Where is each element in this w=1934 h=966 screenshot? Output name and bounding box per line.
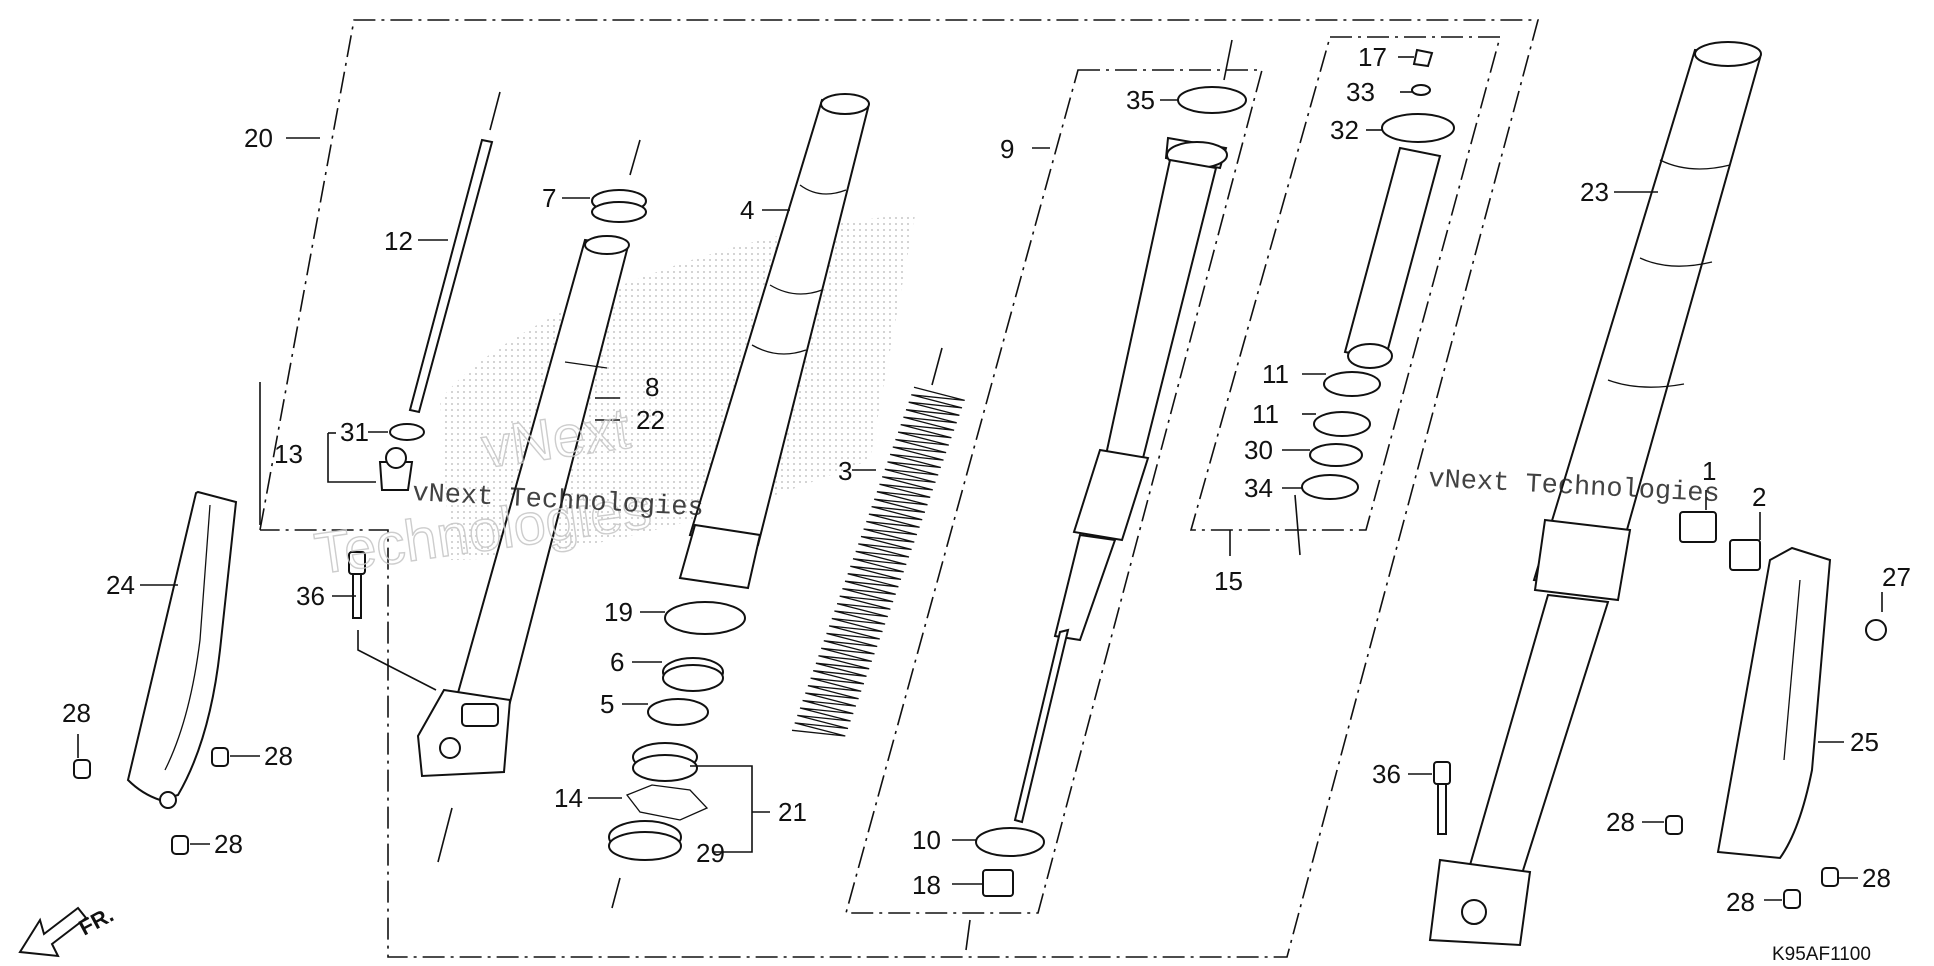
cartridge-15	[1301, 48, 1455, 500]
callout-15: 15	[1214, 566, 1243, 596]
callout-28d: 28	[1606, 807, 1635, 837]
bolt-36-right	[1433, 761, 1451, 835]
callout-32: 32	[1330, 115, 1359, 145]
callout-2: 2	[1752, 482, 1766, 512]
direction-label: FR.	[75, 902, 118, 941]
front-direction-arrow: FR.	[18, 902, 118, 958]
bolt-13	[378, 423, 425, 491]
ring-35	[1177, 86, 1247, 114]
damper-rod-9	[975, 136, 1228, 897]
outer-tube-8	[416, 235, 630, 778]
callout-20: 20	[244, 123, 273, 153]
callout-18: 18	[912, 870, 941, 900]
fork-guard-right	[1679, 511, 1887, 860]
callout-7: 7	[542, 183, 556, 213]
callout-36a: 36	[296, 581, 325, 611]
callout-10: 10	[912, 825, 941, 855]
callout-17: 17	[1358, 42, 1387, 72]
callout-23: 23	[1580, 177, 1609, 207]
callout-1: 1	[1702, 456, 1716, 486]
callout-19: 19	[604, 597, 633, 627]
callout-3: 3	[838, 456, 852, 486]
seal-stack	[608, 601, 746, 861]
callout-34: 34	[1244, 473, 1273, 503]
bolt-36-left	[348, 551, 366, 619]
callout-27: 27	[1882, 562, 1911, 592]
callout-9: 9	[1000, 134, 1014, 164]
callout-28b: 28	[264, 741, 293, 771]
assembly-boundaries	[259, 19, 1540, 958]
leader-lines	[77, 39, 1883, 951]
callout-labels: 1 2 3 4 5 6 7 8 9 10 11 11 12 13 14 15 1…	[62, 42, 1911, 917]
bolts-28	[73, 747, 1839, 909]
diagram-code: K95AF1100	[1772, 944, 1871, 965]
fork-guard-left	[126, 490, 238, 809]
spring-3	[791, 386, 965, 737]
callout-13: 13	[274, 439, 303, 469]
callout-31: 31	[340, 417, 369, 447]
callout-28e: 28	[1862, 863, 1891, 893]
callout-35: 35	[1126, 85, 1155, 115]
callout-11a: 11	[1262, 359, 1289, 389]
callout-28a: 28	[62, 698, 91, 728]
inner-tube-4	[678, 93, 870, 590]
callout-28c: 28	[214, 829, 243, 859]
callout-22: 22	[636, 405, 665, 435]
callout-29: 29	[696, 838, 725, 868]
callout-5: 5	[600, 689, 614, 719]
callout-21: 21	[778, 797, 807, 827]
fork-assembly-23	[1428, 41, 1762, 947]
callout-36b: 36	[1372, 759, 1401, 789]
callout-6: 6	[610, 647, 624, 677]
callout-24: 24	[106, 570, 135, 600]
callout-11b: 11	[1252, 399, 1279, 429]
callout-30: 30	[1244, 435, 1273, 465]
callout-25: 25	[1850, 727, 1879, 757]
callout-14: 14	[554, 783, 583, 813]
callout-8: 8	[645, 372, 659, 402]
callout-12: 12	[384, 226, 413, 256]
callout-4: 4	[740, 195, 754, 225]
callout-28f: 28	[1726, 887, 1755, 917]
rod-12	[408, 138, 494, 414]
callout-33: 33	[1346, 77, 1375, 107]
